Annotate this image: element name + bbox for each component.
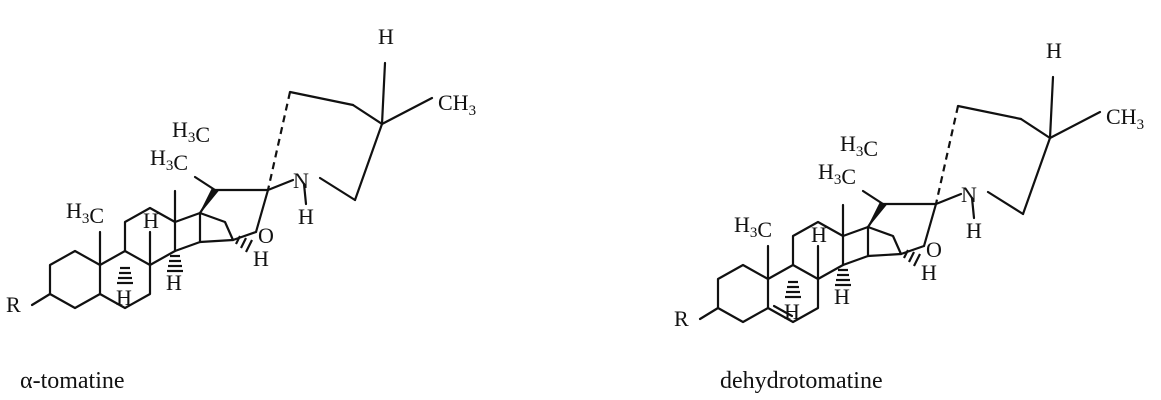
methyl-25-label: CH3 (1106, 104, 1144, 133)
methyl-13-label: H3C (150, 145, 188, 175)
methyl-20-label: H3C (172, 117, 210, 147)
h9-label: H (116, 285, 132, 310)
h14-label: H (834, 284, 850, 309)
hash-h9 (785, 280, 801, 299)
n-label: N (961, 182, 977, 207)
nh-label: H (966, 218, 982, 243)
o-label: O (258, 223, 274, 248)
hash-h16 (903, 249, 921, 267)
h16-label: H (253, 246, 269, 271)
caption-alpha-tomatine: α-tomatine (20, 368, 125, 394)
hash-h14 (167, 254, 183, 273)
methyl-13-label: H3C (818, 159, 856, 189)
bond-skeleton (30, 61, 434, 310)
caption-dehydrotomatine: dehydrotomatine (720, 368, 883, 394)
h14-label: H (166, 270, 182, 295)
h25-label: H (1046, 38, 1062, 63)
hash-h14 (835, 268, 851, 287)
h8-label: H (811, 222, 827, 247)
r-label: R (6, 292, 21, 317)
methyl-10-label: H3C (66, 198, 104, 228)
hash-h16 (235, 235, 253, 253)
methyl-25-label: CH3 (438, 90, 476, 119)
molecule-dehydrotomatine: R H3C H3C H3C CH3 H H H H H H N O (674, 38, 1144, 331)
bond-skeleton (698, 75, 1102, 324)
nh-label: H (298, 204, 314, 229)
hash-h9 (117, 266, 133, 285)
o-label: O (926, 237, 942, 262)
molecule-alpha-tomatine: R H3C H3C H3C CH3 H H H H H H N O (6, 24, 476, 317)
n-label: N (293, 168, 309, 193)
methyl-10-label: H3C (734, 212, 772, 242)
methyl-20-label: H3C (840, 131, 878, 161)
h8-label: H (143, 208, 159, 233)
r-label: R (674, 306, 689, 331)
h25-label: H (378, 24, 394, 49)
h16-label: H (921, 260, 937, 285)
h9-label: H (784, 299, 800, 324)
